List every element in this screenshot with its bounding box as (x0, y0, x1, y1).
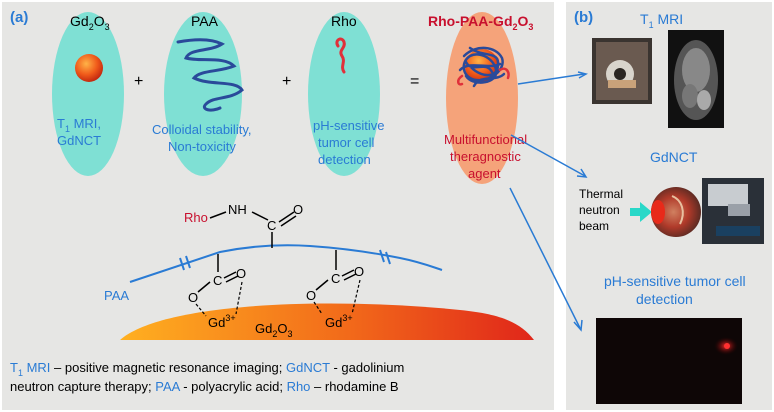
agent-desc-line1: Multifunctional (444, 132, 527, 147)
nh-group-label: NH (228, 202, 247, 217)
carboxylate-right: C O O (306, 250, 364, 315)
amide-co-bond-1 (278, 211, 295, 223)
legend-line-2: neutron capture therapy; PAA - polyacryl… (10, 379, 399, 394)
paa-backbone (129, 244, 443, 283)
paa-ellipse (164, 12, 242, 176)
amide-carbon-label: C (267, 218, 276, 233)
carboxylate-left-oxygen-1: O (188, 290, 198, 305)
carboxylate-left-carbon: C (213, 273, 222, 288)
panel-a-tag: (a) (10, 9, 28, 26)
rho-label: Rho (331, 13, 357, 29)
amide-co-bond-2 (280, 215, 297, 227)
gd2o3-nanoparticle (75, 54, 103, 82)
backbone-breaks (179, 249, 391, 271)
carboxylate-right-oxygen-2: O (354, 264, 364, 279)
panel-b-tag: (b) (574, 9, 593, 26)
gd2o3-desc-line1: T1 MRI, (57, 116, 101, 134)
gd2o3-desc-line2: GdNCT (57, 133, 101, 148)
agent-desc-line3: agent (468, 166, 501, 181)
fluorescence-image (596, 318, 742, 404)
surface-label: Gd2O3 (255, 321, 293, 339)
equals-operator: = (410, 73, 419, 90)
gd2o3-surface (120, 303, 534, 340)
ph-title-line1: pH-sensitive tumor cell (604, 273, 746, 289)
carboxylate-right-carbon: C (331, 271, 340, 286)
beam-label-line3: beam (579, 219, 609, 233)
brain-tumor-image (651, 187, 701, 237)
agent-desc-line2: theragnostic (450, 149, 521, 164)
arrow-to-gdnct (510, 134, 586, 177)
plus-operator-1: + (134, 73, 143, 90)
paa-label: PAA (191, 13, 219, 29)
connector-arrows (509, 71, 588, 332)
gd2o3-ellipse (52, 12, 124, 176)
mri-scanner-photo (592, 38, 652, 104)
paa-desc-line1: Colloidal stability, (152, 122, 251, 137)
rho-desc-line2: tumor cell (318, 135, 374, 150)
rho-ellipse (308, 12, 380, 176)
rho-molecule (335, 37, 346, 74)
gd-ion-right: Gd3+ (325, 313, 353, 330)
mri-title: T1 MRI (640, 11, 683, 30)
composite-nanoparticle (457, 46, 510, 88)
arrow-to-mri (517, 73, 585, 85)
rho-desc-line1: pH-sensitive (313, 118, 385, 133)
mri-scan-image (668, 30, 724, 128)
carboxylate-left: C O O (188, 254, 246, 317)
gd2o3-label: Gd2O3 (70, 13, 110, 32)
paa-chain-label: PAA (104, 288, 129, 303)
neutron-facility-photo (702, 178, 764, 244)
nh-c-bond (251, 211, 269, 221)
rho-desc-line3: detection (318, 152, 371, 167)
rho-group-label: Rho (184, 210, 208, 225)
carboxylate-left-oxygen-2: O (236, 266, 246, 281)
rho-paa-gd2o3-label: Rho-PAA-Gd2O3 (428, 13, 533, 32)
paa-desc-line2: Non-toxicity (168, 139, 236, 154)
beam-label-line1: Thermal (579, 187, 623, 201)
neutron-beam-arrow (630, 202, 652, 222)
carboxylate-right-oxygen-1: O (306, 288, 316, 303)
gdnct-title: GdNCT (650, 149, 698, 165)
legend-line-1: T1 MRI – positive magnetic resonance ima… (10, 360, 404, 378)
plus-operator-2: + (282, 73, 291, 90)
ph-title-line2: detection (636, 291, 693, 307)
arrow-to-ph (509, 187, 581, 329)
beam-label-line2: neutron (579, 203, 620, 217)
paa-polymer-chain (176, 38, 244, 112)
gd-ion-left: Gd3+ (208, 313, 236, 330)
amide-oxygen-label: O (293, 202, 303, 217)
rho-nh-bond (209, 211, 227, 219)
